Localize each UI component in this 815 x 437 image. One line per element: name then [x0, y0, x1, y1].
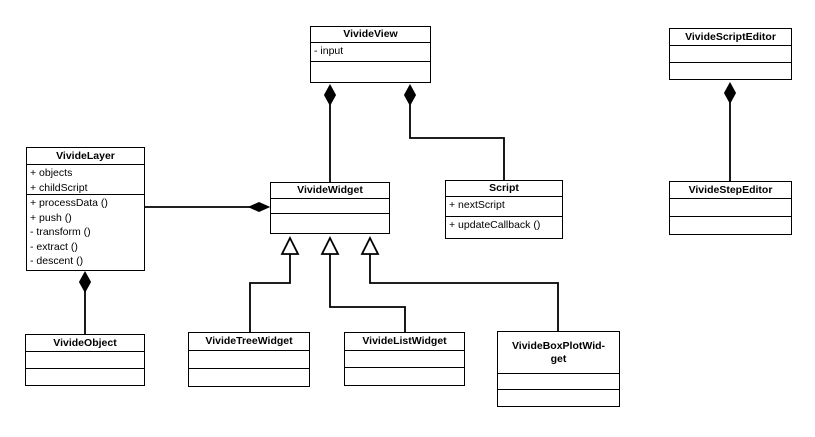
class-box-vivideview: VivideView - input — [310, 26, 431, 83]
methods-compartment: + processData () + push () - transform (… — [27, 194, 144, 270]
method: + updateCallback () — [449, 219, 541, 231]
class-box-script: Script + nextScript + updateCallback () — [445, 180, 563, 239]
class-box-vividewidget: VivideWidget — [270, 182, 390, 234]
class-box-vividelistwidget: VivideListWidget — [344, 332, 465, 386]
edge-composition-vivideview-script — [403, 83, 505, 182]
class-box-vivideboxplotwidget: VivideBoxPlotWid- get — [497, 331, 620, 407]
composition-diamond — [403, 83, 417, 107]
inheritance-triangle — [320, 235, 340, 255]
method: + push () — [30, 211, 72, 224]
methods-compartment — [311, 61, 430, 82]
attribute: - input — [314, 45, 344, 57]
class-box-vividestepeditor: VivideStepEditor — [669, 181, 792, 235]
attributes-compartment — [189, 350, 309, 368]
class-name: Script — [489, 182, 519, 194]
class-name: VivideObject — [53, 336, 117, 349]
edge-composition-vivideview-vividewidget — [323, 83, 337, 184]
class-box-vividelayer: VivideLayer + objects + childScript + pr… — [26, 147, 145, 271]
attributes-compartment — [271, 198, 389, 213]
attributes-compartment — [498, 373, 619, 389]
class-name: VivideStepEditor — [688, 183, 773, 196]
class-name: VivideBoxPlotWid- get — [511, 339, 606, 365]
attributes-compartment: + nextScript — [446, 196, 562, 216]
class-box-vividescripteditor: VivideScriptEditor — [669, 28, 792, 80]
method: + processData () — [30, 197, 108, 209]
class-name: VivideLayer — [56, 149, 115, 162]
edge-composition-vividelayer-vivideobject — [78, 270, 92, 336]
method: - extract () — [30, 240, 78, 253]
composition-diamond — [78, 270, 92, 294]
composition-diamond — [723, 81, 737, 105]
edge-inheritance-vividelistwidget-vividewidget — [320, 235, 406, 334]
edge-composition-vividescripteditor-vividestepeditor — [723, 81, 737, 183]
attributes-compartment — [26, 351, 144, 368]
methods-compartment: + updateCallback () — [446, 216, 562, 238]
edge-inheritance-vividetreewidget-vividewidget — [249, 235, 300, 334]
composition-diamond — [247, 201, 271, 213]
methods-compartment — [189, 368, 309, 386]
edge-composition-vividewidget-vividelayer — [145, 201, 271, 213]
attributes-compartment: + objects + childScript — [27, 164, 144, 194]
attribute: + objects — [30, 167, 73, 179]
class-name: VivideWidget — [297, 184, 363, 196]
methods-compartment — [670, 216, 791, 234]
class-name: VivideScriptEditor — [685, 30, 776, 43]
edge-inheritance-vivideboxplotwidget-vividewidget — [360, 235, 559, 333]
class-box-vividetreewidget: VivideTreeWidget — [188, 332, 310, 387]
attributes-compartment — [345, 350, 464, 367]
method: - descent () — [30, 255, 84, 268]
methods-compartment — [670, 62, 791, 79]
attributes-compartment — [670, 198, 791, 216]
methods-compartment — [498, 389, 619, 406]
class-box-vivideobject: VivideObject — [25, 334, 145, 386]
inheritance-triangle — [360, 235, 380, 255]
class-name: VivideView — [343, 28, 398, 40]
attributes-compartment — [670, 45, 791, 62]
methods-compartment — [271, 213, 389, 233]
attribute: + childScript — [30, 181, 88, 194]
inheritance-triangle — [280, 235, 300, 255]
methods-compartment — [345, 367, 464, 385]
method: - transform () — [30, 226, 91, 239]
class-name: VivideTreeWidget — [205, 335, 293, 347]
class-name: VivideListWidget — [362, 335, 447, 347]
attributes-compartment: - input — [311, 42, 430, 61]
attribute: + nextScript — [449, 199, 505, 211]
composition-diamond — [323, 83, 337, 107]
methods-compartment — [26, 368, 144, 385]
